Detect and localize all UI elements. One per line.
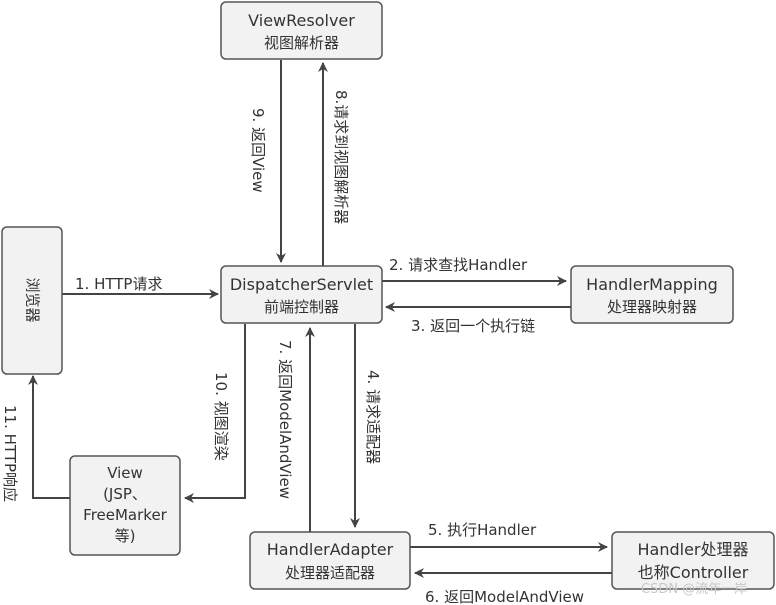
edge-4-label: 4. 请求适配器: [364, 370, 382, 464]
view-title: View: [107, 464, 143, 482]
edge-5-label: 5. 执行Handler: [428, 521, 537, 539]
edge-10-render-view: [184, 324, 246, 503]
handler-mapping-subtitle: 处理器映射器: [607, 298, 697, 316]
edge-9-label: 9. 返回View: [249, 108, 267, 193]
node-browser: 浏览器: [1, 226, 63, 375]
handler-adapter-subtitle: 处理器适配器: [285, 564, 375, 582]
node-handler-adapter: HandlerAdapter 处理器适配器: [249, 531, 411, 590]
edge-3-label: 3. 返回一个执行链: [411, 317, 535, 335]
watermark: CSDN @流年一岸: [641, 582, 747, 597]
view-resolver-subtitle: 视图解析器: [264, 34, 339, 52]
node-handler: Handler处理器 也称Controller: [611, 531, 775, 590]
edge-11-http-response: [28, 375, 70, 499]
edge-7-label: 7. 返回ModelAndView: [276, 340, 294, 499]
handler-title: Handler处理器: [637, 540, 748, 559]
view-resolver-title: ViewResolver: [248, 11, 355, 30]
handler-adapter-title: HandlerAdapter: [267, 540, 394, 559]
dispatcher-subtitle: 前端控制器: [264, 298, 339, 316]
view-line3: FreeMarker: [83, 506, 168, 524]
edge-11-label: 11. HTTP响应: [1, 405, 19, 502]
view-line4: 等): [115, 527, 136, 545]
handler-mapping-title: HandlerMapping: [586, 275, 718, 294]
edge-8-label: 8.请求到视图解析器: [332, 90, 350, 224]
edge-6-label: 6. 返回ModelAndView: [425, 588, 584, 605]
dispatcher-title: DispatcherServlet: [230, 275, 373, 294]
edge-10-label: 10. 视图渲染: [212, 372, 230, 461]
browser-label: 浏览器: [24, 277, 42, 322]
node-handler-mapping: HandlerMapping 处理器映射器: [570, 265, 734, 324]
node-view-resolver: ViewResolver 视图解析器: [220, 1, 383, 60]
node-view: View (JSP、 FreeMarker 等): [69, 455, 181, 556]
handler-subtitle: 也称Controller: [638, 563, 749, 582]
edge-1-label: 1. HTTP请求: [75, 275, 162, 293]
node-dispatcher-servlet: DispatcherServlet 前端控制器: [220, 265, 383, 324]
view-line2: (JSP、: [103, 485, 147, 503]
edge-2-label: 2. 请求查找Handler: [389, 256, 528, 274]
